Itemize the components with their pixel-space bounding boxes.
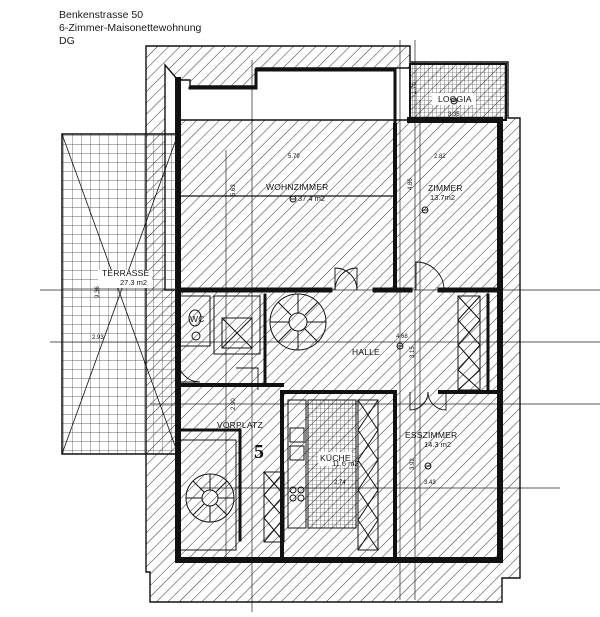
- dim-ess-width: 3.43: [424, 480, 436, 486]
- apartment-type-line: 6-Zimmer-Maisonettewohnung: [59, 22, 202, 34]
- kitchen: [287, 399, 357, 529]
- terrace: [61, 133, 179, 455]
- dim-terr-depth: 9.36: [95, 286, 101, 298]
- halle-label: HALLE: [352, 347, 380, 357]
- dim-vor-width: 2.90: [231, 398, 237, 410]
- loggia-label-bg: [432, 93, 476, 105]
- loggia-label: LOGGIA: [438, 94, 472, 104]
- address-line: Benkenstrasse 50: [59, 9, 144, 21]
- ceiling-light-symbols: [289, 97, 458, 470]
- built-in-cabinets: [263, 295, 481, 551]
- dim-ess-depth: 3.92: [410, 458, 416, 470]
- vorplatz-label: VORPLATZ: [217, 420, 263, 430]
- esszimmer-label: ESSZIMMER: [405, 430, 457, 440]
- esszimmer-area: 14.3 m2: [424, 440, 451, 449]
- dim-terr-width: 2.93: [92, 335, 104, 341]
- dim-halle-depth: 3.15: [410, 346, 416, 358]
- dim-halle-width: 4.68: [396, 334, 408, 340]
- stair-number: 5: [254, 441, 264, 463]
- spiral-stair-lower: [179, 439, 237, 551]
- loggia-floor: [409, 63, 507, 121]
- dim-wohn-width: 5.79: [288, 154, 300, 160]
- dim-loggia-depth: 1.70: [412, 82, 418, 94]
- wohnzimmer-label: WOHNZIMMER: [266, 182, 328, 192]
- wohnzimmer-area: 37.4 m2: [298, 194, 325, 203]
- dim-zimmer-width: 2.82: [434, 154, 446, 160]
- terrasse-label: TERRASSE: [102, 268, 150, 278]
- door-swings: [177, 261, 447, 411]
- dim-wohn-depth: 5.63: [231, 184, 237, 196]
- spiral-stair-upper: [269, 293, 327, 351]
- dim-loggia-width: 3.35: [448, 112, 460, 118]
- wc-fixtures: [179, 295, 261, 355]
- floor-line: DG: [59, 35, 75, 47]
- wc-label: WC: [190, 314, 205, 324]
- kueche-label: KÜCHE: [320, 453, 351, 463]
- zimmer-label: ZIMMER: [428, 183, 463, 193]
- dim-zimmer-depth: 4.86: [408, 178, 414, 190]
- terrasse-area: 27.3 m2: [120, 278, 147, 287]
- header-text: Benkenstrasse 50 6-Zimmer-Maisonettewohn…: [59, 9, 201, 48]
- dim-kue-width: 2.74: [334, 480, 346, 486]
- kueche-area: 11.6 m2: [332, 459, 359, 468]
- zimmer-area: 13.7m2: [430, 193, 455, 202]
